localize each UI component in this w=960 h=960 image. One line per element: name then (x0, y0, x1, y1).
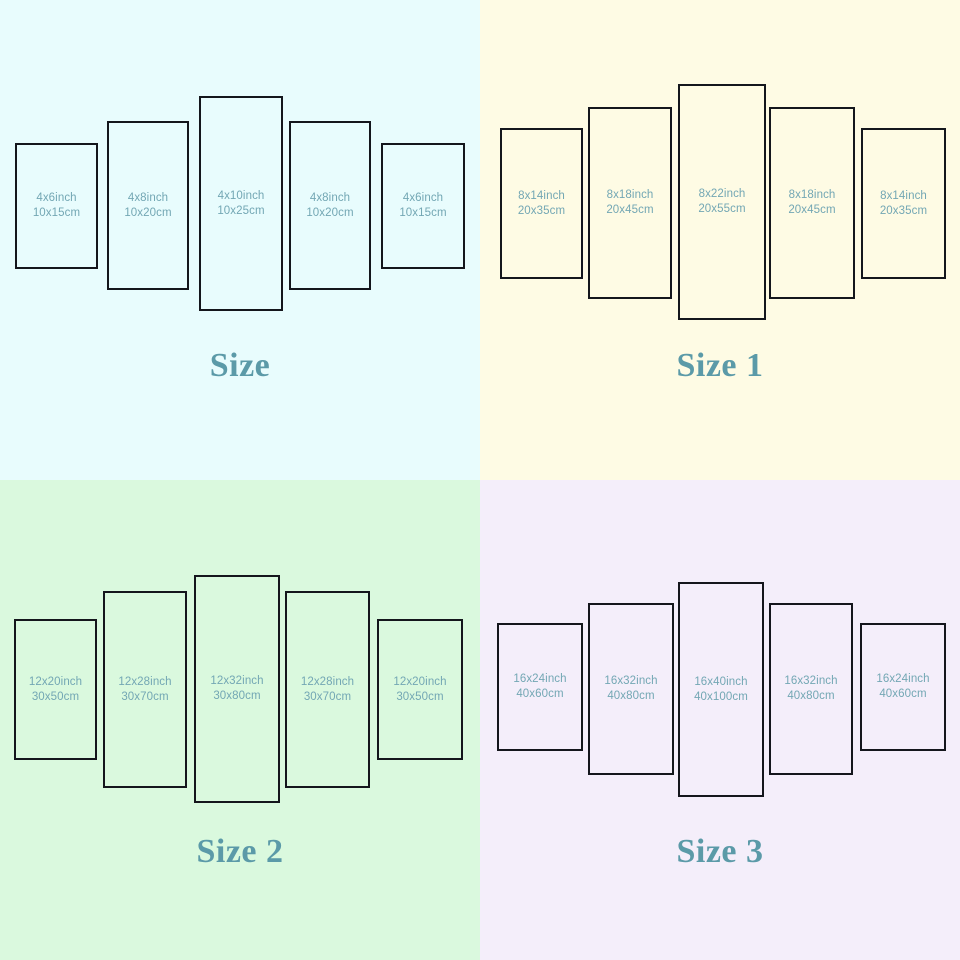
canvas-panel: 4x8inch 10x20cm (289, 121, 371, 290)
panel-size-label: 8x14inch 20x35cm (880, 189, 927, 219)
canvas-panel: 12x20inch 30x50cm (377, 619, 463, 760)
canvas-panel: 4x8inch 10x20cm (107, 121, 189, 290)
panel-size-cm: 10x15cm (32, 207, 81, 219)
panel-size-cm: 30x70cm (303, 690, 352, 703)
panel-size-inch: 8x14inch (518, 189, 565, 202)
panel-size-inch: 8x14inch (880, 189, 927, 202)
panel-size-label: 4x6inch 10x15cm (399, 191, 446, 221)
panel-group-size: 4x6inch 10x15cm 4x8inch 10x20cm 4x10inch 10x2… (0, 0, 480, 480)
canvas-panel: 8x14inch 20x35cm (500, 128, 583, 279)
panel-size-cm: 20x35cm (879, 204, 928, 217)
panel-size-inch: 16x32inch (604, 675, 658, 687)
panel-size-cm: 40x80cm (607, 690, 655, 702)
panel-size-cm: 30x70cm (121, 690, 169, 703)
panel-size-label: 12x20inch 30x50cm (393, 675, 446, 705)
panel-size-inch: 16x24inch (513, 673, 567, 685)
panel-size-cm: 20x45cm (788, 204, 836, 216)
panel-size-cm: 30x80cm (213, 690, 261, 702)
panel-size-cm: 10x20cm (124, 206, 172, 219)
panel-size-inch: 12x20inch (28, 675, 83, 688)
panel-size-inch: 4x6inch (36, 192, 77, 204)
panel-size-inch: 4x8inch (127, 191, 169, 204)
panel-size-label: 16x32inch 40x80cm (784, 674, 837, 704)
panel-size-label: 16x24inch 40x60cm (876, 672, 929, 702)
size-option-title: Size 1 (676, 347, 764, 384)
canvas-panel: 16x24inch 40x60cm (860, 623, 946, 751)
panel-size-cm: 10x15cm (399, 207, 447, 219)
size-option-title: Size (209, 347, 271, 384)
panel-size-label: 16x40inch 40x100cm (694, 675, 748, 705)
panel-size-cm: 40x60cm (516, 688, 564, 700)
panel-size-cm: 40x60cm (879, 688, 927, 700)
panel-size-label: 12x20inch 30x50cm (29, 675, 82, 705)
panel-size-cm: 40x100cm (694, 690, 748, 703)
size-option-size-3[interactable]: 16x24inch 40x60cm 16x32inch 40x80cm 16x40inc… (480, 480, 960, 960)
canvas-panel: 12x28inch 30x70cm (103, 591, 187, 788)
panel-size-cm: 10x20cm (306, 206, 354, 219)
size-option-size-1[interactable]: 8x14inch 20x35cm 8x18inch 20x45cm 8x22inch 20… (480, 0, 960, 480)
canvas-panel: 16x40inch 40x100cm (678, 582, 764, 797)
panel-size-label: 4x8inch 10x20cm (306, 191, 353, 221)
canvas-panel: 8x22inch 20x55cm (678, 84, 766, 320)
canvas-panel: 4x6inch 10x15cm (15, 143, 98, 269)
panel-group-size-1: 8x14inch 20x35cm 8x18inch 20x45cm 8x22inch 20… (480, 0, 960, 480)
panel-size-label: 4x6inch 10x15cm (33, 191, 80, 221)
canvas-panel: 16x24inch 40x60cm (497, 623, 583, 751)
panel-size-inch: 16x32inch (784, 675, 838, 687)
size-option-size[interactable]: 4x6inch 10x15cm 4x8inch 10x20cm 4x10inch 10x2… (0, 0, 480, 480)
panel-size-cm: 10x25cm (217, 204, 265, 217)
panel-size-inch: 16x24inch (876, 673, 930, 685)
size-option-title: Size 2 (196, 833, 284, 870)
canvas-panel: 12x20inch 30x50cm (14, 619, 97, 760)
panel-size-label: 8x22inch 20x55cm (698, 187, 745, 217)
panel-size-inch: 8x18inch (606, 189, 654, 201)
panel-size-inch: 16x40inch (694, 675, 748, 688)
size-option-size-2[interactable]: 12x20inch 30x50cm 12x28inch 30x70cm 12x32inc… (0, 480, 480, 960)
canvas-panel: 16x32inch 40x80cm (588, 603, 674, 775)
panel-size-inch: 12x28inch (300, 675, 355, 688)
panel-size-label: 16x24inch 40x60cm (513, 672, 566, 702)
panel-size-inch: 12x28inch (118, 675, 172, 688)
canvas-panel: 8x18inch 20x45cm (769, 107, 855, 299)
panel-size-cm: 20x55cm (698, 203, 746, 215)
panel-size-inch: 12x32inch (210, 675, 264, 687)
canvas-panel: 4x10inch 10x25cm (199, 96, 283, 311)
panel-size-cm: 20x45cm (606, 204, 654, 216)
panel-size-cm: 30x50cm (396, 690, 444, 703)
panel-size-cm: 20x35cm (517, 204, 566, 217)
panel-size-label: 12x28inch 30x70cm (301, 675, 354, 705)
canvas-panel: 16x32inch 40x80cm (769, 603, 853, 775)
panel-size-cm: 30x50cm (31, 690, 80, 703)
panel-size-label: 4x8inch 10x20cm (124, 191, 171, 221)
panel-size-inch: 4x8inch (309, 191, 351, 204)
canvas-panel: 8x18inch 20x45cm (588, 107, 672, 299)
panel-size-label: 12x32inch 30x80cm (210, 674, 263, 704)
canvas-panel: 8x14inch 20x35cm (861, 128, 946, 279)
panel-size-cm: 40x80cm (787, 690, 835, 702)
panel-group-size-2: 12x20inch 30x50cm 12x28inch 30x70cm 12x32inc… (0, 480, 480, 960)
panel-size-inch: 4x6inch (402, 192, 444, 204)
panel-size-label: 8x18inch 20x45cm (606, 188, 653, 218)
panel-size-inch: 8x22inch (698, 188, 746, 200)
panel-group-size-3: 16x24inch 40x60cm 16x32inch 40x80cm 16x40inc… (480, 480, 960, 960)
panel-size-label: 16x32inch 40x80cm (604, 674, 657, 704)
canvas-panel: 12x32inch 30x80cm (194, 575, 280, 803)
panel-size-inch: 8x18inch (788, 189, 836, 201)
panel-size-inch: 12x20inch (393, 675, 447, 688)
panel-size-label: 8x14inch 20x35cm (518, 189, 565, 219)
canvas-panel: 4x6inch 10x15cm (381, 143, 465, 269)
panel-size-inch: 4x10inch (217, 189, 265, 202)
size-option-title: Size 3 (676, 833, 764, 870)
panel-size-label: 12x28inch 30x70cm (118, 675, 171, 705)
panel-size-label: 8x18inch 20x45cm (788, 188, 835, 218)
panel-size-label: 4x10inch 10x25cm (217, 189, 264, 219)
canvas-panel: 12x28inch 30x70cm (285, 591, 370, 788)
